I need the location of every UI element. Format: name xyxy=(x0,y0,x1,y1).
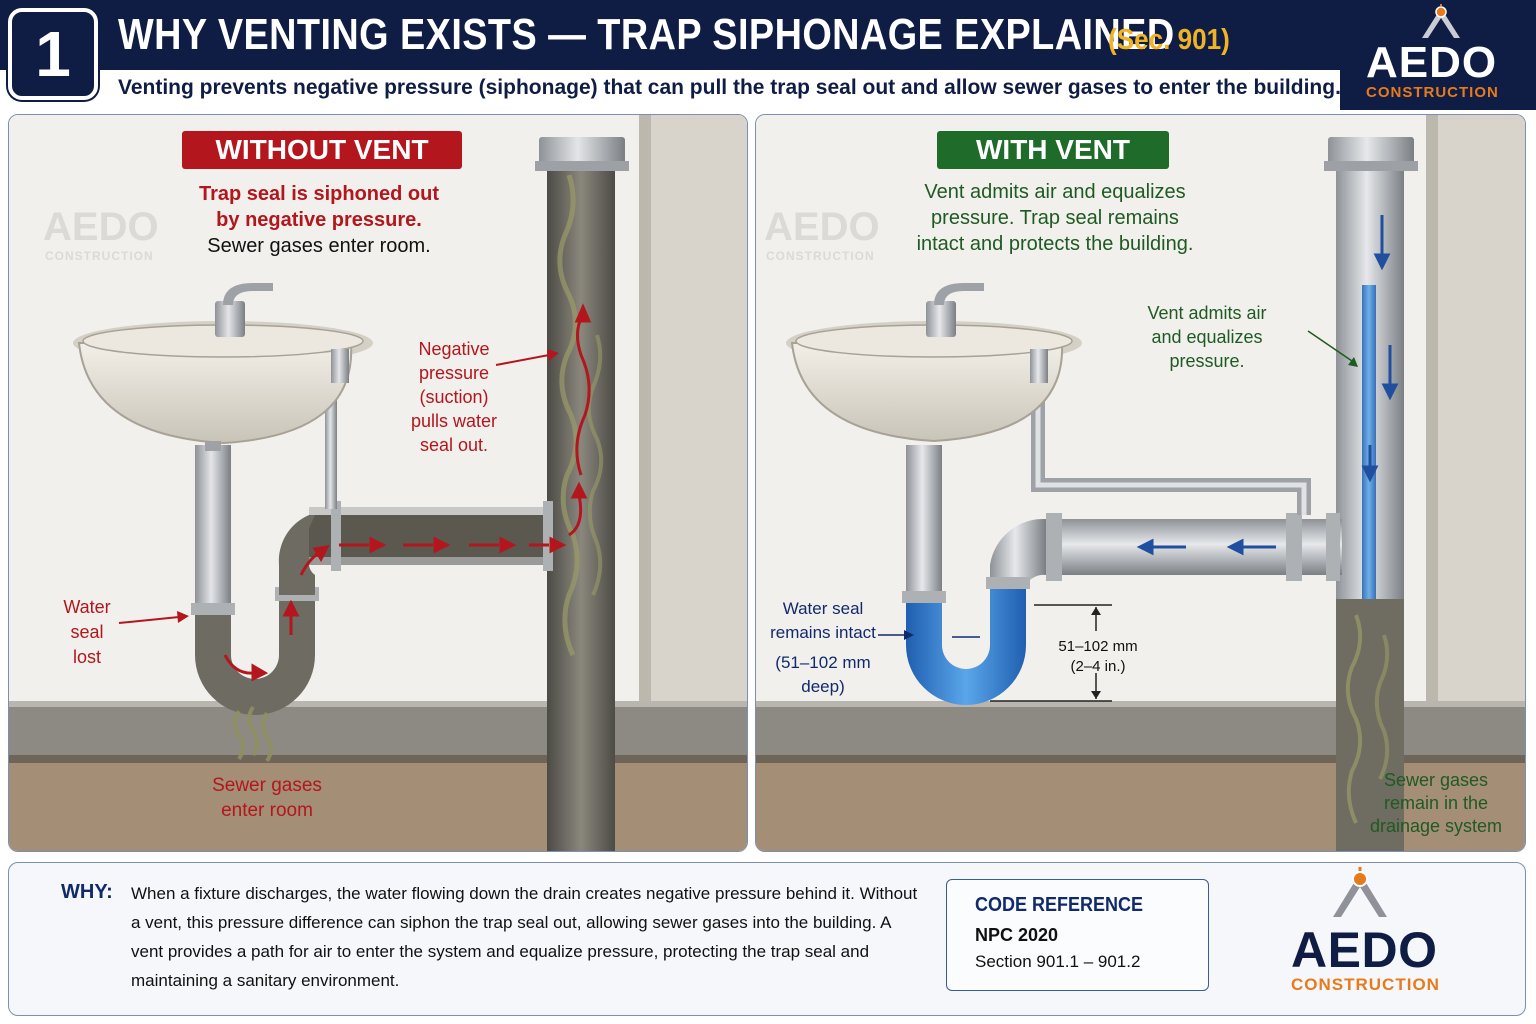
watermark-brand: AEDO xyxy=(43,205,159,249)
header: 1 WHY VENTING EXISTS — TRAP SIPHONAGE EX… xyxy=(0,0,1536,110)
without-vent-desc-line-1: Trap seal is siphoned out xyxy=(198,183,440,205)
watermark-brand: AEDO xyxy=(764,205,880,249)
with-vent-desc-line-1: Vent admits air and equalizes xyxy=(924,181,1186,203)
brand-name: AEDO xyxy=(1366,38,1498,87)
water-seal-intact-line-2: remains intact xyxy=(770,623,876,642)
subtitle-band xyxy=(0,70,1290,110)
with-vent-panel: AEDO CONSTRUCTION WITH VENT Vent admits … xyxy=(755,114,1526,852)
without-vent-desc-line-2: by negative pressure. xyxy=(216,209,422,231)
brand-logo-top: AEDO CONSTRUCTION xyxy=(1340,0,1536,110)
with-vent-illustration xyxy=(756,115,1525,851)
sewer-gases-enter-line-1: Sewer gases xyxy=(212,775,322,796)
air-arrow-icon xyxy=(1136,215,1399,556)
header-band xyxy=(0,0,1536,70)
negative-pressure-callout-line-5: seal out. xyxy=(419,435,489,455)
code-reference-section: Section 901.1 – 901.2 xyxy=(975,952,1141,971)
with-vent-desc-line-3: intact and protects the building. xyxy=(916,233,1194,255)
without-vent-desc-line-3: Sewer gases enter room. xyxy=(207,235,431,257)
without-vent-illustration xyxy=(9,115,747,851)
water-seal-intact-line-1: Water seal xyxy=(782,599,864,618)
with-vent-label: WITH VENT xyxy=(937,131,1169,169)
gas-wave-icon xyxy=(233,705,273,763)
brand-logo-bottom: AEDO CONSTRUCTION xyxy=(1279,863,1479,1013)
negative-pressure-callout-line-3: (suction) xyxy=(419,387,489,407)
brand-sub: CONSTRUCTION xyxy=(1366,84,1499,101)
flow-arrow-icon xyxy=(223,481,588,682)
water-seal-lost-line-1: Water xyxy=(63,597,111,617)
why-text: When a fixture discharges, the water flo… xyxy=(131,884,918,990)
code-reference-box: CODE REFERENCE NPC 2020 Section 901.1 – … xyxy=(946,879,1209,991)
without-vent-panel: AEDO CONSTRUCTION WITHOUT VENT Trap seal… xyxy=(8,114,748,852)
code-reference-code: NPC 2020 xyxy=(975,925,1059,945)
step-number-badge: 1 xyxy=(8,8,98,100)
sewer-gases-remain-line-1: Sewer gases xyxy=(1383,770,1489,790)
watermark-brand-sub: CONSTRUCTION xyxy=(45,249,154,263)
sewer-gases-enter-line-2: enter room xyxy=(221,800,313,821)
page-subtitle: Venting prevents negative pressure (siph… xyxy=(118,76,1341,99)
sewer-gases-remain-line-2: remain in the xyxy=(1383,793,1489,813)
negative-pressure-callout-line-1: Negative xyxy=(418,339,490,359)
brand-name-bottom: AEDO xyxy=(1291,922,1438,978)
sewer-gases-remain-line-3: drainage system xyxy=(1369,816,1503,836)
vent-admits-callout-line-1: Vent admits air xyxy=(1147,303,1267,323)
water-seal-intact-line-4: deep) xyxy=(801,677,845,696)
with-vent-desc-line-2: pressure. Trap seal remains xyxy=(931,207,1179,229)
vent-admits-callout-line-3: pressure. xyxy=(1169,351,1245,371)
negative-pressure-callout-line-4: pulls water xyxy=(410,411,498,431)
brand-sub-bottom: CONSTRUCTION xyxy=(1291,975,1440,994)
compass-logo-icon xyxy=(1422,4,1460,38)
compass-logo-icon xyxy=(1333,867,1387,917)
code-reference-title: CODE REFERENCE xyxy=(975,894,1144,916)
seal-depth-dimension-mm: 51–102 mm xyxy=(1058,638,1138,655)
water-seal-lost-line-3: lost xyxy=(72,647,101,667)
negative-pressure-callout-line-2: pressure xyxy=(418,363,490,383)
seal-depth-dimension-in: (2–4 in.) xyxy=(1070,658,1126,675)
why-label: WHY: xyxy=(61,881,113,903)
section-reference: (Sec. 901) xyxy=(1108,24,1230,56)
vent-admits-callout-line-2: and equalizes xyxy=(1151,327,1263,347)
water-seal-intact-line-3: (51–102 mm xyxy=(775,653,871,672)
page-title: WHY VENTING EXISTS — TRAP SIPHONAGE EXPL… xyxy=(118,10,1175,59)
watermark-brand-sub: CONSTRUCTION xyxy=(766,249,875,263)
without-vent-label: WITHOUT VENT xyxy=(182,131,462,169)
explanation-panel: WHY: When a fixture discharges, the wate… xyxy=(8,862,1526,1016)
water-seal-lost-line-2: seal xyxy=(70,622,104,642)
